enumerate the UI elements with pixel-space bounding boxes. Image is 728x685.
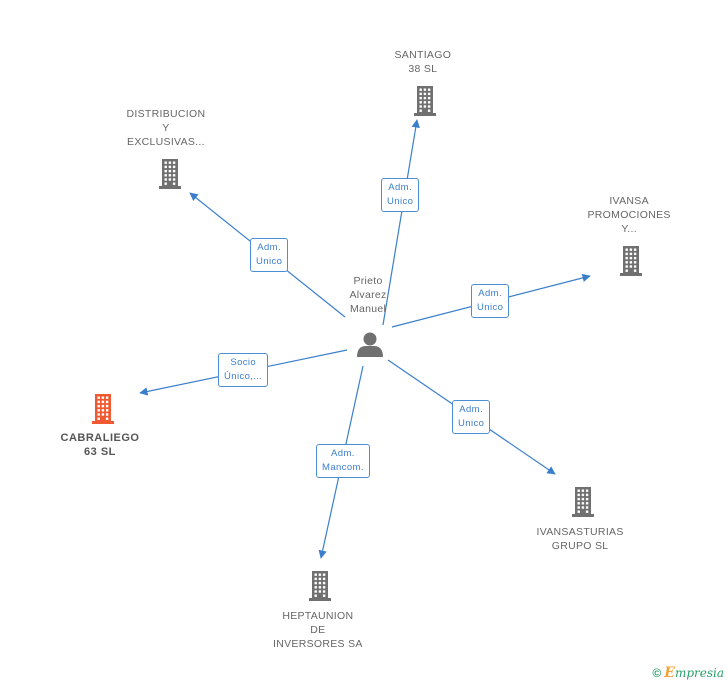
company-ivansa-line: IVANSA [609, 195, 649, 207]
icons-layer [92, 86, 642, 601]
edge-label-ivansasturias-line: Unico [458, 418, 485, 429]
edge-label-ivansasturias-line: Adm. [459, 404, 484, 415]
company-distribucion[interactable]: DISTRIBUCION Y EXCLUSIVAS... [127, 107, 206, 149]
company-ivansasturias-line: IVANSASTURIAS [536, 526, 624, 538]
building-icon[interactable] [572, 487, 594, 517]
edge-label-cabraliego-line: Socio [230, 357, 257, 368]
person-icon[interactable] [357, 332, 383, 358]
brand-initial: E [664, 665, 675, 681]
building-icon[interactable] [620, 246, 642, 276]
company-cabraliego[interactable]: CABRALIEGO 63 SL [61, 431, 140, 459]
edge-label-cabraliego-line: Único,... [224, 371, 263, 382]
company-ivansa-line: Y... [621, 223, 637, 235]
company-heptaunion-line: HEPTAUNION [282, 610, 354, 622]
edge-label-ivansasturias: Adm. Unico [452, 400, 491, 434]
edge-santiago [382, 119, 420, 326]
company-heptaunion-line: DE [310, 624, 326, 636]
footer-brand: ©Empresia [652, 665, 724, 681]
edge-label-heptaunion-line: Adm. [331, 448, 355, 459]
edge-label-ivansa-line: Unico [477, 302, 504, 313]
edge-label-distribucion-line: Adm. [257, 242, 282, 253]
edge-label-heptaunion: Adm. Mancom. [316, 444, 370, 478]
company-cabraliego-line: CABRALIEGO [60, 432, 140, 444]
person-name-line: Alvarez [349, 289, 387, 301]
company-heptaunion-line: INVERSORES SA [273, 638, 363, 650]
company-santiago[interactable]: SANTIAGO 38 SL [395, 48, 452, 76]
edge-label-ivansa: Adm. Unico [471, 284, 510, 318]
edge-label-santiago: Adm. Unico [381, 178, 420, 212]
company-ivansasturias[interactable]: IVANSASTURIAS GRUPO SL [537, 525, 624, 553]
building-icon[interactable] [92, 394, 114, 424]
company-distribucion-line: Y [162, 122, 170, 134]
company-cabraliego-line: 63 SL [84, 446, 116, 458]
building-icon[interactable] [159, 159, 181, 189]
company-ivansasturias-line: GRUPO SL [551, 540, 609, 552]
edge-label-santiago-line: Unico [387, 196, 414, 207]
company-distribucion-line: DISTRIBUCION [126, 108, 206, 120]
company-ivansa[interactable]: IVANSA PROMOCIONES Y... [588, 194, 671, 236]
person-name-line: Manuel [349, 303, 387, 315]
building-icon[interactable] [309, 571, 331, 601]
copyright-symbol: © [652, 666, 662, 680]
person-name-line: Prieto [353, 275, 383, 287]
company-santiago-line: SANTIAGO [394, 49, 452, 61]
edge-label-distribucion-line: Unico [256, 256, 283, 267]
company-distribucion-line: EXCLUSIVAS... [127, 136, 205, 148]
company-heptaunion[interactable]: HEPTAUNION DE INVERSORES SA [273, 609, 363, 651]
brand-name: mpresia [674, 666, 724, 680]
edge-label-ivansa-line: Adm. [478, 288, 503, 299]
building-icon[interactable] [414, 86, 436, 116]
edge-label-distribucion: Adm. Unico [250, 238, 289, 272]
edge-label-heptaunion-line: Mancom. [322, 462, 364, 473]
edge-label-santiago-line: Adm. [388, 182, 413, 193]
company-ivansa-line: PROMOCIONES [587, 209, 671, 221]
company-santiago-line: 38 SL [408, 63, 438, 75]
